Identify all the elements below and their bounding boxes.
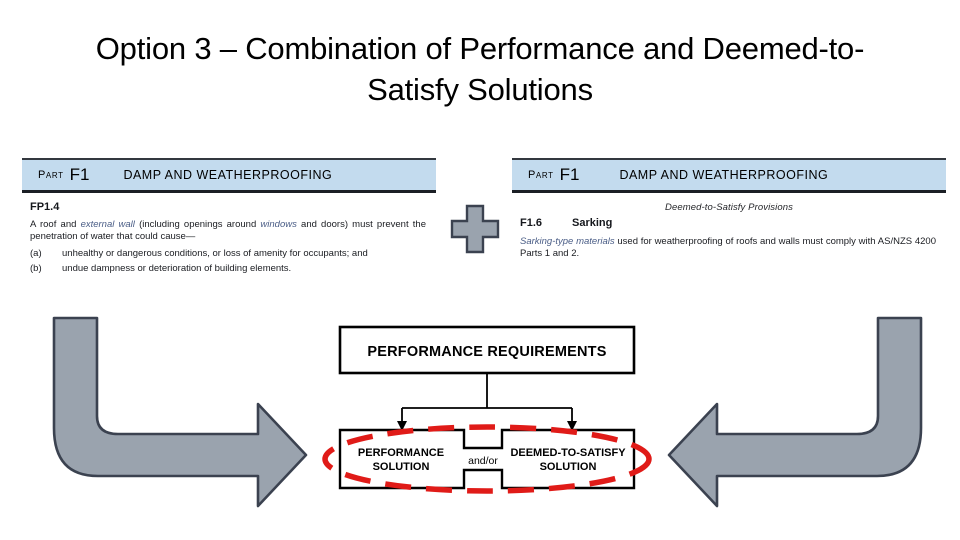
clause-heading-f16-sarking: F1.6 Sarking <box>520 217 940 229</box>
and-or-label: and/or <box>468 455 498 467</box>
part-word-label-left: Part <box>38 169 64 181</box>
document-header-bar-right: Part F1 DAMP AND WEATHERPROOFING <box>512 158 946 193</box>
clause-segment: and doors) must prevent the penetration … <box>30 219 426 242</box>
plus-icon <box>450 204 500 254</box>
sub-item-text-a: unhealthy or dangerous conditions, or lo… <box>62 248 368 259</box>
sub-item-text-b: undue dampness or deterioration of build… <box>62 263 292 274</box>
part-title-label-right: DAMP AND WEATHERPROOFING <box>619 168 829 182</box>
clause-number-f16: F1.6 <box>520 217 543 229</box>
defined-term-windows: windows <box>260 219 297 230</box>
part-word-label-right: Part <box>528 169 554 181</box>
clause-text-fp14: A roof and external wall (including open… <box>30 219 426 242</box>
solutions-box <box>338 428 636 490</box>
deemed-to-satisfy-provisions-caption: Deemed-to-Satisfy Provisions <box>665 202 793 213</box>
arrowhead-right <box>567 421 577 431</box>
performance-solution-label-line1: PERFORMANCE <box>358 447 444 459</box>
sub-item-label-a: (a) <box>30 248 42 259</box>
clause-id-fp14: FP1.4 <box>30 201 60 213</box>
deemed-to-satisfy-solution-label-line1: DEEMED-TO-SATISFY <box>510 447 626 459</box>
page-title: Option 3 – Combination of Performance an… <box>95 31 865 107</box>
document-body-left: FP1.4 A roof and external wall (includin… <box>22 193 436 275</box>
red-dashed-highlight-ellipse <box>322 424 652 494</box>
document-panel-deemed-to-satisfy: Part F1 DAMP AND WEATHERPROOFING Deemed-… <box>512 158 946 264</box>
performance-requirements-label: PERFORMANCE REQUIREMENTS <box>367 344 606 360</box>
performance-requirements-flowchart: PERFORMANCE REQUIREMENTS PERFORMANCE SOL… <box>322 325 652 494</box>
elbow-arrow-left-pointing <box>667 316 923 508</box>
defined-term-external-wall: external wall <box>80 219 135 230</box>
clause-segment: (including openings around <box>134 219 261 230</box>
deemed-to-satisfy-solution-label-line2: SOLUTION <box>540 461 597 473</box>
arrowhead-left <box>397 421 407 431</box>
clause-text-f16: Sarking-type materials used for weatherp… <box>520 236 936 259</box>
document-panel-performance-requirement: Part F1 DAMP AND WEATHERPROOFING FP1.4 A… <box>22 158 436 277</box>
list-item: (b) undue dampness or deterioration of b… <box>30 262 430 275</box>
part-title-label-left: DAMP AND WEATHERPROOFING <box>123 168 333 182</box>
document-header-bar-left: Part F1 DAMP AND WEATHERPROOFING <box>22 158 436 193</box>
defined-term-sarking-type-materials: Sarking-type materials <box>520 236 615 247</box>
part-number-label-left: F1 <box>69 165 90 184</box>
clause-segment: used for weatherproofing of roofs and wa… <box>520 236 936 259</box>
clause-segment: A roof and <box>30 219 81 230</box>
elbow-arrow-right-pointing <box>52 316 308 508</box>
performance-solution-label-line2: SOLUTION <box>373 461 430 473</box>
sub-item-label-b: (b) <box>30 263 42 274</box>
list-item: (a) unhealthy or dangerous conditions, o… <box>30 247 430 260</box>
clause-heading-text: Sarking <box>572 217 613 229</box>
part-number-label-right: F1 <box>559 165 580 184</box>
